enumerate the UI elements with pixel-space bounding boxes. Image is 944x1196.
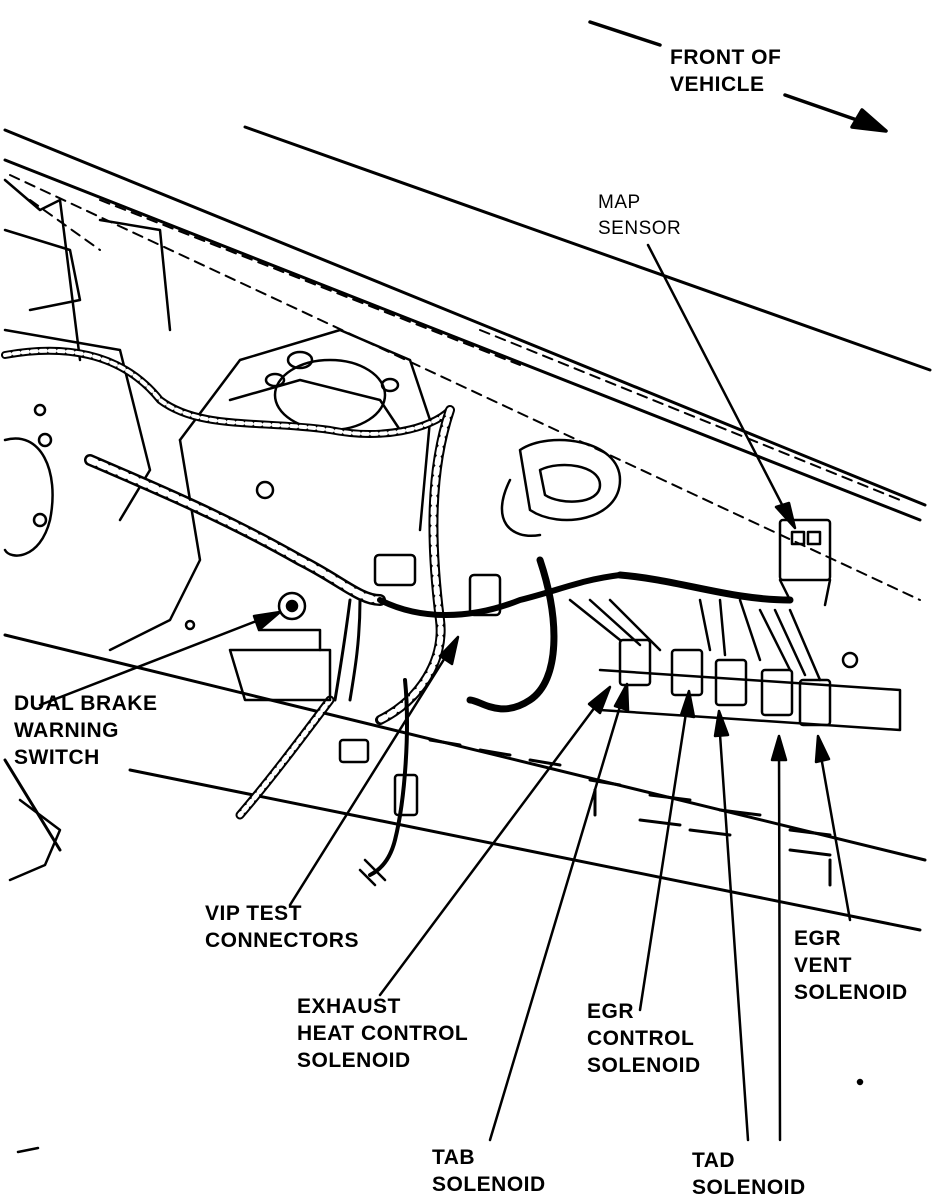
vip-connectors (338, 553, 502, 887)
exhaust-heat-arrowhead (587, 685, 612, 715)
tad-arrowhead (713, 709, 730, 738)
body-panel-lines (3, 125, 932, 932)
tad-second-arrowhead (770, 734, 788, 762)
label-egr-control-line2: CONTROL (587, 1027, 695, 1050)
stray-marks (16, 1078, 864, 1154)
label-egr-vent-line3: SOLENOID (794, 981, 908, 1004)
label-egr-control-line1: EGR (587, 1000, 635, 1023)
dual-brake-switch (228, 591, 332, 702)
solenoid-row (598, 638, 902, 732)
label-tab-solenoid: TAB SOLENOID (432, 1144, 546, 1196)
label-tad-line1: TAD (692, 1149, 736, 1172)
egr-vent-arrowhead (814, 734, 831, 764)
label-tab-line2: SOLENOID (432, 1173, 546, 1196)
label-map-line1: MAP (598, 192, 641, 213)
radiator-support (428, 738, 832, 887)
label-vip-line1: VIP TEST (205, 902, 302, 925)
inner-fender (3, 178, 172, 882)
label-map-line2: SENSOR (598, 218, 682, 239)
label-exhaust-line3: SOLENOID (297, 1049, 411, 1072)
label-egr-vent-solenoid: EGR VENT SOLENOID (794, 925, 908, 1006)
label-vip-line2: CONNECTORS (205, 929, 359, 952)
label-front-line2: VEHICLE (670, 73, 765, 96)
label-exhaust-line2: HEAT CONTROL (297, 1022, 469, 1045)
label-egr-control-line3: SOLENOID (587, 1054, 701, 1077)
front-arrow (588, 20, 888, 133)
map-sensor (778, 518, 832, 607)
label-egr-control-solenoid: EGR CONTROL SOLENOID (587, 998, 701, 1079)
label-map-sensor: MAP SENSOR (598, 190, 681, 242)
label-tad-solenoid: TAD SOLENOID (692, 1147, 806, 1196)
label-tab-line1: TAB (432, 1146, 476, 1169)
label-egr-vent-line1: EGR (794, 927, 842, 950)
label-egr-vent-line2: VENT (794, 954, 853, 977)
map-sensor-arrowhead (774, 501, 797, 530)
label-tad-line2: SOLENOID (692, 1176, 806, 1196)
label-dual-brake-warning-switch: DUAL BRAKE WARNING SWITCH (14, 690, 157, 771)
vip-arrowhead (438, 635, 460, 666)
leader-arrows (38, 243, 852, 1142)
tab-arrowhead (613, 682, 630, 712)
brake-switch-arrowhead (252, 610, 282, 632)
egr-control-arrowhead (679, 689, 696, 719)
label-dual-brake-line3: SWITCH (14, 746, 100, 769)
label-dual-brake-line2: WARNING (14, 719, 119, 742)
label-dual-brake-line1: DUAL BRAKE (14, 692, 158, 715)
cowl-dashed-lines (9, 174, 921, 601)
reservoir (500, 438, 622, 537)
label-vip-test-connectors: VIP TEST CONNECTORS (205, 900, 359, 954)
label-front-of-vehicle: FRONT OF VEHICLE (670, 44, 781, 98)
label-exhaust-line1: EXHAUST (297, 995, 401, 1018)
label-front-line1: FRONT OF (670, 46, 782, 69)
wiring-harness (1, 346, 822, 877)
label-exhaust-heat-control-solenoid: EXHAUST HEAT CONTROL SOLENOID (297, 993, 468, 1074)
